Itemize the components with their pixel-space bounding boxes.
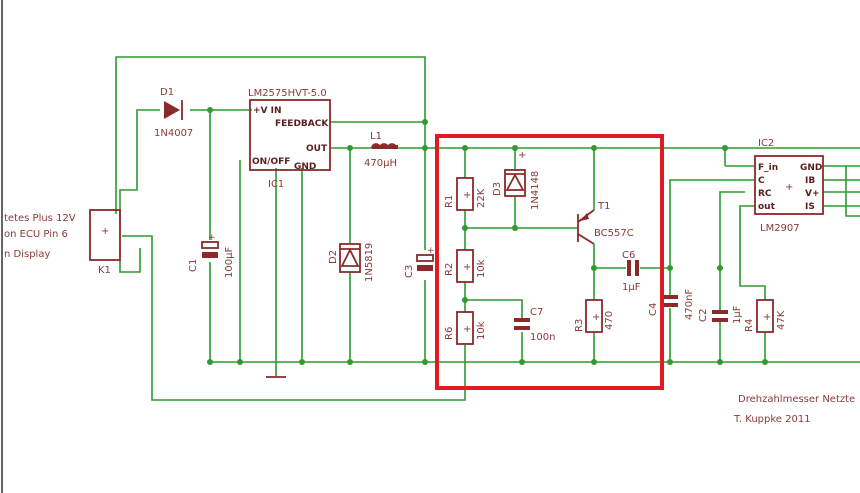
d1-value: 1N4007 [154, 128, 193, 139]
ic2-pin-gnd: GND [800, 163, 822, 173]
resistor-r3: + R3 470 [574, 299, 615, 333]
r2-value: 10k [476, 259, 487, 278]
d3-name: D3 [492, 182, 503, 196]
r1-name: R1 [444, 195, 455, 208]
svg-text:+: + [785, 182, 793, 193]
diode-d1: D1 1N4007 [154, 87, 193, 139]
r3-name: R3 [574, 319, 585, 332]
input-label-line1: tetes Plus 12V [4, 213, 76, 224]
svg-text:+: + [463, 190, 471, 201]
svg-text:+: + [101, 226, 109, 237]
capacitor-c3: + C3 [404, 246, 435, 278]
ic2-pin-fin: F_in [758, 163, 778, 173]
title-block-author: T. Kuppke 2011 [733, 414, 811, 425]
ic2-name: IC2 [758, 138, 774, 149]
c2-name: C2 [698, 309, 709, 322]
r1-value: 22K [476, 188, 487, 208]
ic1-pin-out: OUT [306, 144, 328, 154]
d1-name: D1 [160, 87, 174, 98]
c3-name: C3 [404, 265, 415, 278]
transistor-t1: T1 BC557C [577, 201, 634, 245]
c6-name: C6 [622, 250, 635, 261]
t1-name: T1 [597, 201, 610, 212]
ic2-pin-vplus: V+ [805, 189, 820, 199]
ic1-pin-onoff: ON/OFF [252, 157, 290, 167]
resistor-r1: + R1 22K [444, 177, 487, 211]
ic2-pin-is: IS [805, 202, 815, 212]
ic2-pin-c: C [758, 176, 765, 186]
ic1-type: LM2575HVT-5.0 [248, 88, 327, 99]
c1-value: 100µF [224, 247, 235, 278]
connector-k1: + K1 [89, 209, 121, 276]
diode-d3: + D3 1N4148 [492, 150, 541, 210]
title-block-title: Drehzahlmesser Netzte [738, 394, 855, 405]
d2-name: D2 [328, 250, 339, 264]
capacitor-c1: + C1 100µF [188, 233, 235, 278]
ic1-name: IC1 [268, 179, 284, 190]
r3-value: 470 [604, 311, 615, 330]
svg-text:+: + [592, 312, 600, 323]
junctions [207, 107, 768, 365]
inductor-l1: L1 470µH [364, 131, 398, 169]
capacitor-c6: C6 1µF [622, 250, 641, 293]
input-label-line2: on ECU Pin 6 [4, 229, 68, 240]
c4-value: 470nF [684, 289, 695, 320]
r6-name: R6 [444, 327, 455, 340]
highlight-box [435, 134, 664, 390]
ic1-pin-gnd: GND [294, 162, 316, 172]
d2-value: 1N5819 [364, 243, 375, 282]
c6-value: 1µF [622, 282, 641, 293]
ic2-pin-rc: RC [758, 189, 772, 199]
c7-name: C7 [530, 307, 543, 318]
wires [115, 56, 860, 401]
capacitor-c4: C4 470nF [648, 289, 695, 320]
svg-text:+: + [208, 233, 216, 243]
r4-value: 47K [776, 310, 787, 330]
ic1-pin-vin: +V IN [253, 106, 282, 116]
svg-text:+: + [763, 312, 771, 323]
r6-value: 10k [476, 321, 487, 340]
ic2-pin-out: out [758, 202, 776, 212]
diode-d2: D2 1N5819 [328, 243, 375, 282]
r2-name: R2 [444, 263, 455, 276]
l1-name: L1 [370, 131, 382, 142]
svg-text:+: + [463, 262, 471, 273]
svg-text:+: + [427, 246, 435, 256]
ic-ic2: IC2 F_in C RC out GND IB V+ IS + LM2907 [754, 138, 824, 234]
t1-value: BC557C [594, 228, 634, 239]
ic1-pin-feedback: FEEDBACK [275, 119, 329, 129]
ic2-pin-ib: IB [805, 176, 815, 186]
ic2-type: LM2907 [760, 223, 800, 234]
c7-value: 100n [530, 332, 555, 343]
l1-value: 470µH [364, 158, 397, 169]
resistor-r2: + R2 10k [444, 249, 487, 283]
capacitor-c7: C7 100n [514, 307, 555, 343]
c1-name: C1 [188, 259, 199, 272]
regulator-ic1: LM2575HVT-5.0 +V IN FEEDBACK OUT ON/OFF … [248, 88, 331, 190]
resistor-r6: + R6 10k [444, 311, 487, 345]
resistor-r4: + R4 47K [744, 299, 787, 333]
c2-value: 1µF [732, 305, 743, 324]
capacitor-c2: C2 1µF [698, 305, 743, 324]
r4-name: R4 [744, 319, 755, 332]
c4-name: C4 [648, 303, 659, 316]
d3-value: 1N4148 [530, 171, 541, 210]
k1-name: K1 [98, 265, 111, 276]
svg-text:+: + [518, 150, 526, 161]
input-label-line3: n Display [4, 249, 50, 260]
svg-text:+: + [463, 324, 471, 335]
